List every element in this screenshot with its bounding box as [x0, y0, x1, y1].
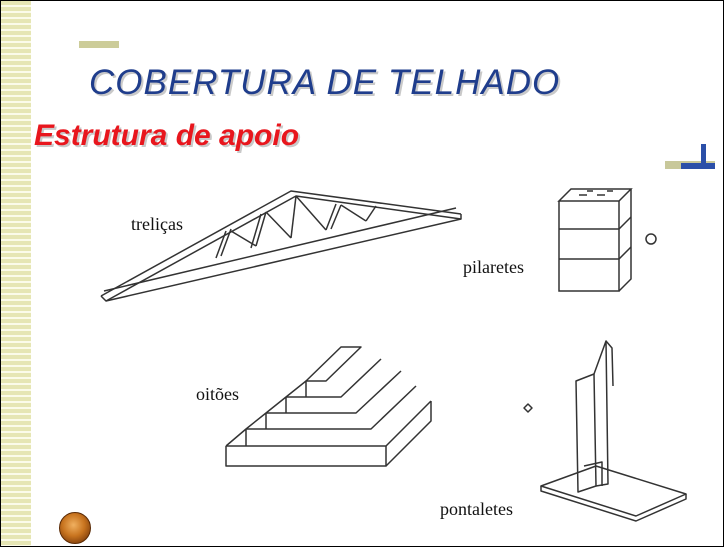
- label-pontaletes: pontaletes: [438, 499, 515, 520]
- right-accent-blue-bar: [681, 163, 715, 169]
- slide-subtitle: Estrutura de apoio: [34, 119, 300, 152]
- oitoes-illustration: [225, 346, 432, 467]
- label-trelicas: treliças: [129, 214, 185, 235]
- left-decorative-stripe: [1, 1, 31, 546]
- pontaletes-illustration: [523, 340, 687, 522]
- slide-title: COBERTURA DE TELHADO: [89, 63, 561, 102]
- truss-illustration: [100, 190, 462, 302]
- label-pilaretes: pilaretes: [461, 257, 526, 278]
- label-oitoes: oitões: [194, 384, 241, 405]
- institution-logo: [59, 512, 91, 544]
- title-accent-bar: [79, 41, 119, 48]
- pilaretes-illustration: [557, 188, 657, 292]
- right-accent-vertical-bar: [701, 144, 706, 168]
